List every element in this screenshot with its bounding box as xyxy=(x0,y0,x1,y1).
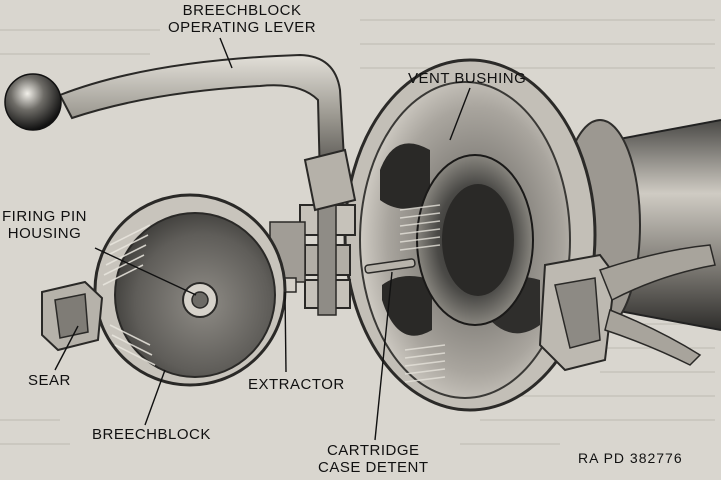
label-firing-pin-housing: FIRING PIN HOUSING xyxy=(2,208,87,242)
label-breechblock-operating-lever: BREECHBLOCK OPERATING LEVER xyxy=(168,2,316,36)
sear-part xyxy=(41,280,104,352)
leader-extractor xyxy=(284,291,287,373)
leader-sear xyxy=(54,325,79,371)
label-sear: SEAR xyxy=(28,372,71,389)
reference-number: RA PD 382776 xyxy=(578,450,683,466)
leader-cartridge-case-detent xyxy=(374,271,393,441)
label-line-1: CARTRIDGE xyxy=(326,442,420,459)
leader-vent-bushing xyxy=(449,87,471,141)
label-cartridge-case-detent: CARTRIDGE CASE DETENT xyxy=(318,442,429,476)
leader-operating-lever xyxy=(219,37,233,69)
label-line-2: CASE DETENT xyxy=(318,459,429,476)
label-line-1: FIRING PIN xyxy=(2,208,88,225)
label-extractor: EXTRACTOR xyxy=(248,376,345,393)
leader-breechblock xyxy=(144,369,166,426)
label-line-1: BREECHBLOCK xyxy=(182,2,302,19)
leader-lines xyxy=(54,37,471,441)
operating-lever xyxy=(4,53,357,212)
label-line-2: HOUSING xyxy=(7,225,82,242)
label-line-2: OPERATING LEVER xyxy=(168,19,317,36)
label-vent-bushing: VENT BUSHING xyxy=(408,70,527,87)
leader-firing-pin-housing xyxy=(94,247,197,296)
breech-ring xyxy=(343,58,597,412)
right-bracket xyxy=(538,244,716,372)
label-breechblock: BREECHBLOCK xyxy=(92,426,211,443)
breechblock-body xyxy=(93,193,287,387)
